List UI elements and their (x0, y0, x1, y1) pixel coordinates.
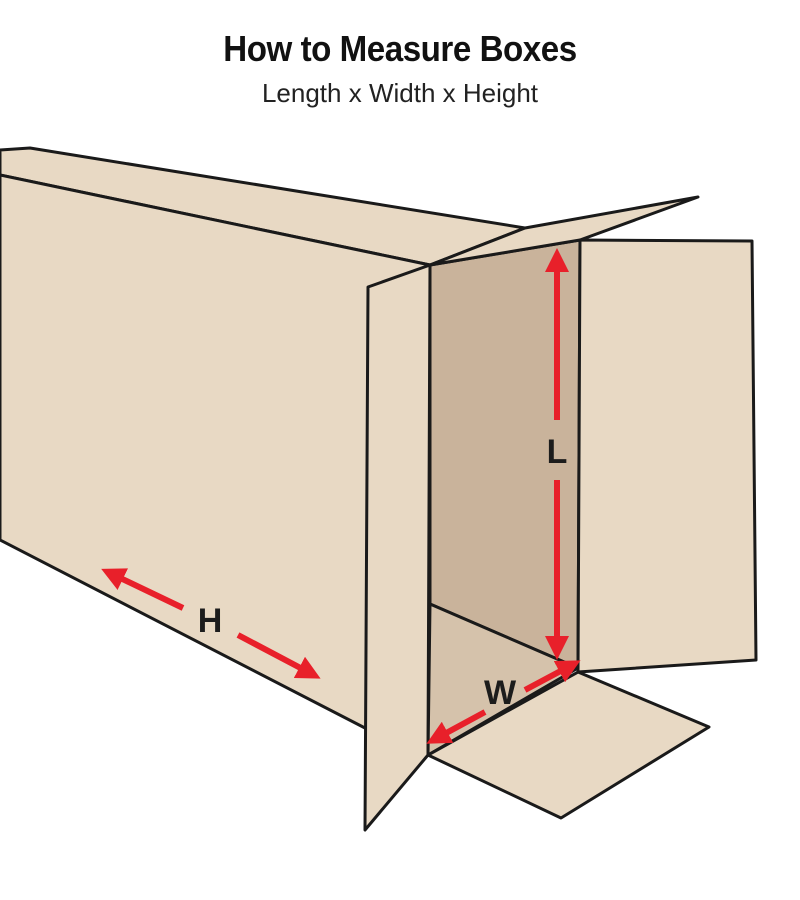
width-label: W (484, 674, 517, 712)
height-dimension: H (101, 568, 321, 679)
page-subtitle: Length x Width x Height (261, 78, 539, 108)
box-inner-bottom (426, 602, 580, 757)
box-illustration (0, 146, 758, 832)
width-arrow-right (523, 660, 581, 693)
page-title: How to Measure Boxes (223, 28, 577, 69)
height-label: H (198, 602, 223, 640)
height-arrow-left (101, 568, 185, 611)
height-arrow-right (236, 632, 321, 679)
box-left-flap (363, 263, 432, 832)
width-arrow-left (426, 709, 487, 744)
length-dimension: L (545, 248, 569, 660)
box-right-flap (576, 238, 758, 674)
box-top-flap (428, 195, 700, 267)
box-bottom-flap (426, 670, 711, 820)
length-label: L (547, 433, 568, 471)
width-dimension: W (426, 660, 581, 744)
